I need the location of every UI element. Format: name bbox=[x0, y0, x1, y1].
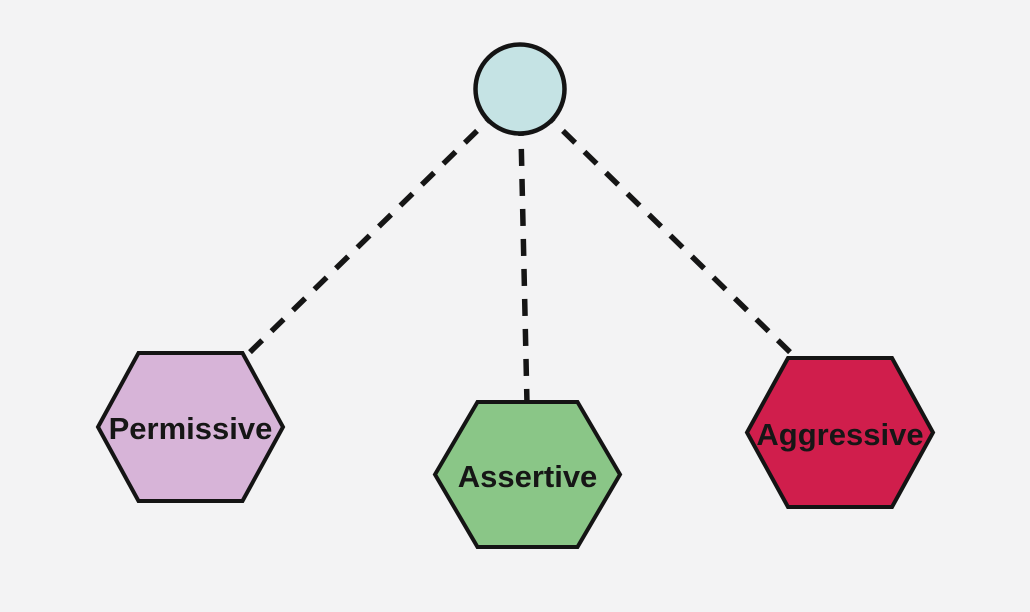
node-label-assertive: Assertive bbox=[458, 459, 598, 494]
node-label-aggressive: Aggressive bbox=[756, 417, 923, 452]
node-assertive: Assertive bbox=[432, 400, 623, 549]
hexagon-permissive bbox=[95, 351, 286, 503]
connector-root-to-assertive bbox=[517, 88, 530, 405]
hexagon-aggressive bbox=[744, 356, 936, 509]
connector-root-to-permissive bbox=[244, 87, 522, 358]
node-permissive: Permissive bbox=[95, 351, 286, 503]
node-aggressive: Aggressive bbox=[744, 356, 936, 509]
hexagon-assertive bbox=[432, 400, 623, 549]
root-node-circle bbox=[473, 42, 567, 136]
node-label-permissive: Permissive bbox=[109, 411, 273, 446]
connector-root-to-aggressive bbox=[518, 87, 796, 358]
